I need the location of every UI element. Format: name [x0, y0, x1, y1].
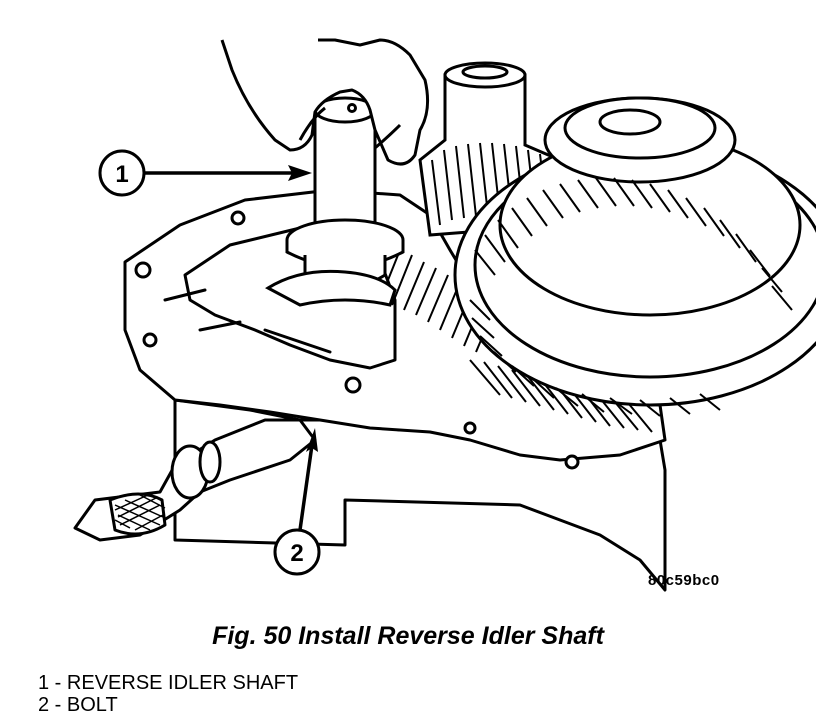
legend-text: REVERSE IDLER SHAFT — [66, 672, 299, 694]
legend: 1 - REVERSE IDLER SHAFT 2 - BOLT — [38, 672, 298, 716]
legend-text: BOLT — [66, 694, 118, 716]
callout-1: 1 — [98, 149, 312, 197]
figure-code: 80c59bc0 — [648, 572, 720, 589]
legend-number: 2 — [38, 694, 50, 716]
callout-2-label: 2 — [290, 540, 303, 567]
transmission-diagram: 1 2 — [73, 38, 816, 592]
legend-item: 1 - REVERSE IDLER SHAFT — [38, 672, 299, 694]
hand-top — [220, 38, 430, 166]
figure-caption: Fig. 50 Install Reverse Idler Shaft — [212, 622, 604, 650]
callout-2: 2 — [273, 428, 321, 576]
callout-1-label: 1 — [115, 161, 128, 188]
legend-number: 1 — [38, 672, 50, 694]
legend-item: 2 - BOLT — [38, 694, 118, 716]
reverse-idler-shaft — [313, 110, 377, 232]
